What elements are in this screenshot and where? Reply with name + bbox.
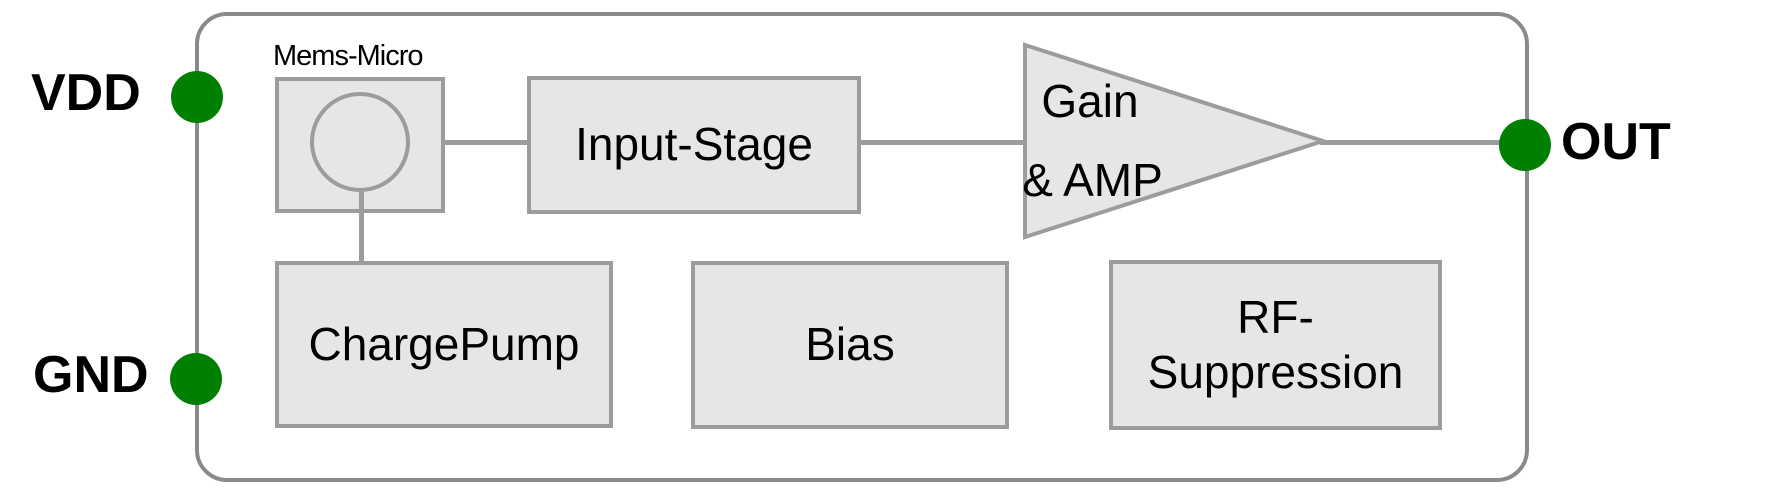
block-input-stage: Input-Stage	[527, 76, 861, 214]
wire-amplifier-to-out-pin	[1320, 140, 1508, 145]
charge-pump-label: ChargePump	[308, 317, 580, 370]
amplifier-triangle-icon	[1023, 42, 1330, 240]
mems-micro-label: Mems-Micro	[273, 40, 423, 72]
block-charge-pump: ChargePump	[275, 261, 613, 428]
wire-mems-to-input-stage	[443, 140, 529, 145]
bias-label: Bias	[805, 318, 895, 371]
mems-membrane-icon	[310, 92, 410, 192]
amplifier-label-gain: Gain	[1041, 75, 1139, 127]
amplifier-label-amp: & AMP	[1022, 154, 1163, 206]
vdd-pin-icon	[171, 71, 223, 123]
input-stage-label: Input-Stage	[575, 118, 813, 171]
gnd-pin-icon	[170, 353, 222, 405]
block-rf-suppression: RF- Suppression	[1109, 260, 1442, 430]
wire-mems-to-charge-pump	[359, 192, 364, 263]
wire-input-stage-to-amplifier	[859, 140, 1027, 145]
vdd-pin-label: VDD	[31, 64, 141, 122]
out-pin-label: OUT	[1561, 113, 1671, 171]
block-bias: Bias	[691, 261, 1009, 429]
gnd-pin-label: GND	[33, 346, 149, 404]
out-pin-icon	[1499, 119, 1551, 171]
rf-suppression-label: RF- Suppression	[1147, 290, 1404, 398]
